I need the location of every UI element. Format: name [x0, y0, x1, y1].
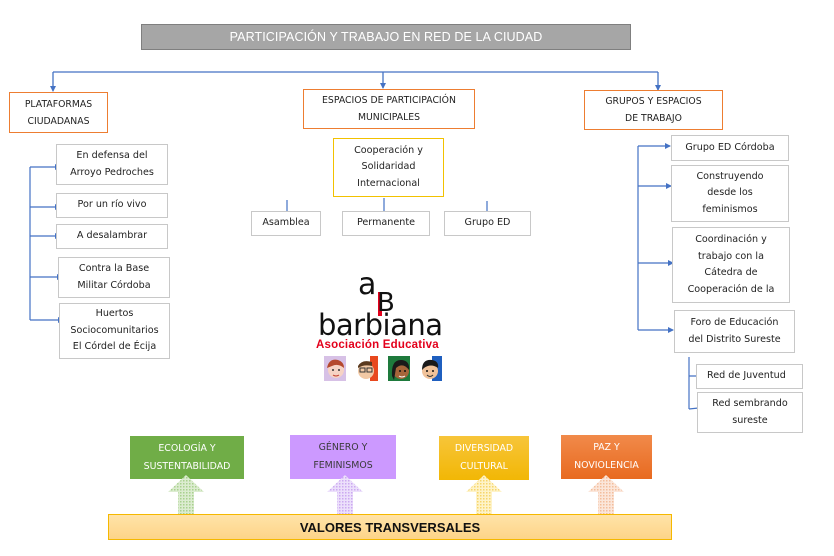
- category-grupos-espacios: GRUPOS Y ESPACIOS DE TRABAJO: [584, 90, 723, 130]
- item-rio-vivo: Por un río vivo: [56, 193, 168, 218]
- subitem-red-sembrando: Red sembrando sureste: [697, 392, 803, 433]
- diagram-title: PARTICIPACIÓN Y TRABAJO EN RED DE LA CIU…: [141, 24, 631, 50]
- item-base-militar: Contra la Base Militar Córdoba: [58, 257, 170, 298]
- grupos-connectors: [637, 143, 709, 411]
- value-diversidad: DIVERSIDAD CULTURAL: [439, 436, 529, 480]
- item-desalambrar: A desalambrar: [56, 224, 168, 249]
- logo-subtitle: Asociación Educativa: [316, 339, 439, 351]
- face-icon-1: [324, 356, 346, 381]
- barbiana-logo: a B barbiana Asociación Educativa: [316, 267, 448, 384]
- item-arroyo-pedroches: En defensa del Arroyo Pedroches: [56, 144, 168, 185]
- category-espacios-participacion: ESPACIOS DE PARTICIPACIÓN MUNICIPALES: [303, 89, 475, 129]
- item-catedra-cooperacion: Coordinación y trabajo con la Cátedra de…: [672, 227, 790, 303]
- item-grupo-ed: Grupo ED: [444, 211, 531, 236]
- item-permanente: Permanente: [342, 211, 430, 236]
- valores-transversales-bar: VALORES TRANSVERSALES: [108, 514, 672, 540]
- council-cooperacion: Cooperación y Solidaridad Internacional: [333, 138, 444, 197]
- value-genero: GÉNERO Y FEMINISMOS: [290, 435, 396, 479]
- value-paz: PAZ Y NOVIOLENCIA: [561, 435, 652, 479]
- face-icon-2: [356, 356, 378, 381]
- logo-red-bar: [378, 292, 382, 316]
- plataformas-connectors: [29, 164, 64, 323]
- face-icon-3: [388, 356, 410, 381]
- item-asamblea: Asamblea: [251, 211, 321, 236]
- logo-name: barbiana: [318, 308, 443, 342]
- logo-letter-a: a: [358, 267, 377, 302]
- top-connector: [50, 71, 661, 92]
- item-grupo-ed-cordoba: Grupo ED Córdoba: [671, 135, 789, 161]
- subitem-red-juventud: Red de Juventud: [696, 364, 803, 389]
- item-huertos: Huertos Sociocomunitarios El Córdel de É…: [59, 303, 170, 359]
- item-feminismos: Construyendo desde los feminismos: [671, 165, 789, 222]
- item-foro-educacion: Foro de Educación del Distrito Sureste: [674, 310, 795, 353]
- face-icon-4: [420, 356, 442, 381]
- value-ecologia: ECOLOGÍA Y SUSTENTABILIDAD: [130, 436, 244, 479]
- category-plataformas-ciudadanas: PLATAFORMAS CIUDADANAS: [9, 92, 108, 133]
- logo-letter-b: B: [377, 288, 395, 318]
